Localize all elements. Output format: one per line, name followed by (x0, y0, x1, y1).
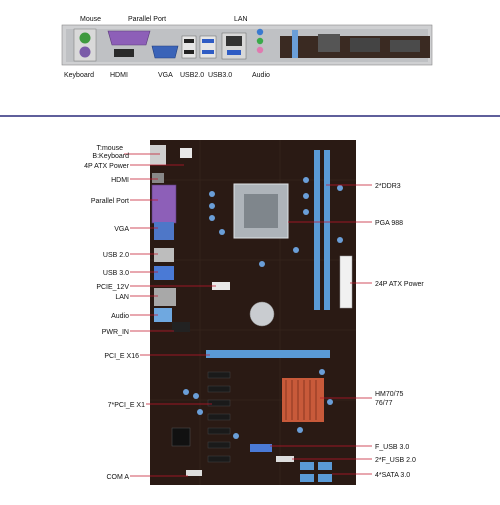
motherboard-board (150, 140, 356, 485)
label-f-usb2: 2*F_USB 2.0 (375, 457, 416, 464)
label-pwr-in: PWR_IN (102, 329, 129, 336)
pwr-in-connector (172, 322, 190, 332)
ps2-connector (150, 145, 166, 165)
rear-io-panel (61, 24, 433, 66)
label-pcie-x1: 7*PCI_E X1 (108, 402, 145, 409)
cpu-socket-inner (244, 194, 278, 228)
label-pcie12v: PCIE_12V (96, 284, 129, 291)
board-edge-slot-1 (292, 30, 298, 58)
ps2-block (73, 28, 97, 62)
top-label-parallel-port: Parallel Port (128, 16, 166, 23)
label-bkeyboard: B:Keyboard (92, 153, 129, 160)
label-tmouse: T:mouse (97, 145, 124, 152)
usb30-connector (154, 266, 174, 280)
board-edge-slot-3 (350, 38, 380, 52)
leader-lines (124, 153, 372, 477)
chipset-heatsink (282, 378, 324, 422)
label-atx4p: 4P ATX Power (84, 163, 130, 170)
label-hm-line1: HM70/75 (375, 391, 404, 398)
label-vga: VGA (114, 226, 129, 233)
lan-connector (154, 288, 176, 306)
top-label-mouse: Mouse (80, 16, 101, 23)
usb2-port-b (184, 50, 194, 54)
atx24-connector (339, 255, 353, 309)
audio-connector (154, 308, 172, 322)
label-usb30: USB 3.0 (103, 270, 129, 277)
usb3-port-a (202, 39, 214, 43)
pcie-x1-slots (207, 371, 231, 463)
pcie-x16-slot (206, 350, 330, 358)
top-label-usb2: USB2.0 (180, 72, 204, 79)
lan-usb-port (227, 50, 241, 55)
ps2-keyboard-port (79, 46, 91, 58)
label-ddr3: 2*DDR3 (375, 183, 401, 190)
parallel-connector (151, 184, 177, 224)
board-edge-slot-4 (390, 40, 420, 52)
top-label-usb3: USB3.0 (208, 72, 232, 79)
usb2-port-a (184, 39, 194, 43)
label-usb20: USB 2.0 (103, 252, 129, 259)
hdmi-port (114, 49, 134, 57)
label-parallel-port: Parallel Port (91, 198, 129, 205)
usb3-port-b (202, 50, 214, 54)
top-label-vga: VGA (158, 72, 173, 79)
ddr3-slot-1 (314, 150, 320, 310)
top-label-keyboard: Keyboard (64, 72, 94, 79)
vga-port (151, 45, 179, 59)
label-hdmi: HDMI (111, 177, 129, 184)
label-com-a: COM A (106, 474, 129, 481)
heatsink-fins (285, 380, 317, 420)
top-label-lan: LAN (234, 16, 248, 23)
audio-jack-blue (256, 28, 264, 36)
parallel-port-connector (107, 30, 151, 46)
hdmi-connector (152, 173, 164, 183)
label-pcie-x16: PCI_E X16 (104, 353, 139, 360)
label-audio: Audio (111, 313, 129, 320)
label-sata: 4*SATA 3.0 (375, 472, 410, 479)
audio-jack-green (256, 37, 264, 45)
ps2-mouse-port (79, 32, 91, 44)
f-usb3-header (250, 444, 272, 452)
super-io-chip (171, 427, 191, 447)
usb20-connector (154, 248, 174, 262)
top-label-hdmi: HDMI (110, 72, 128, 79)
vga-connector (154, 222, 174, 240)
pcie12v-connector (212, 282, 230, 290)
label-atx24: 24P ATX Power (375, 281, 424, 288)
audio-jack-pink (256, 46, 264, 54)
label-hm-line2: 76/77 (375, 400, 393, 407)
com-header (186, 470, 202, 476)
sata-ports (300, 462, 332, 482)
f-usb2-header (276, 456, 294, 462)
label-f-usb3: F_USB 3.0 (375, 444, 409, 451)
lan-jack (226, 36, 242, 46)
ddr3-slot-2 (324, 150, 330, 310)
label-pga988: PGA 988 (375, 220, 403, 227)
cmos-battery (249, 301, 275, 327)
board-edge-slot-2 (318, 34, 340, 52)
top-label-audio: Audio (252, 72, 270, 79)
atx4p-connector (180, 148, 192, 158)
label-lan: LAN (115, 294, 129, 301)
capacitors (183, 177, 343, 439)
